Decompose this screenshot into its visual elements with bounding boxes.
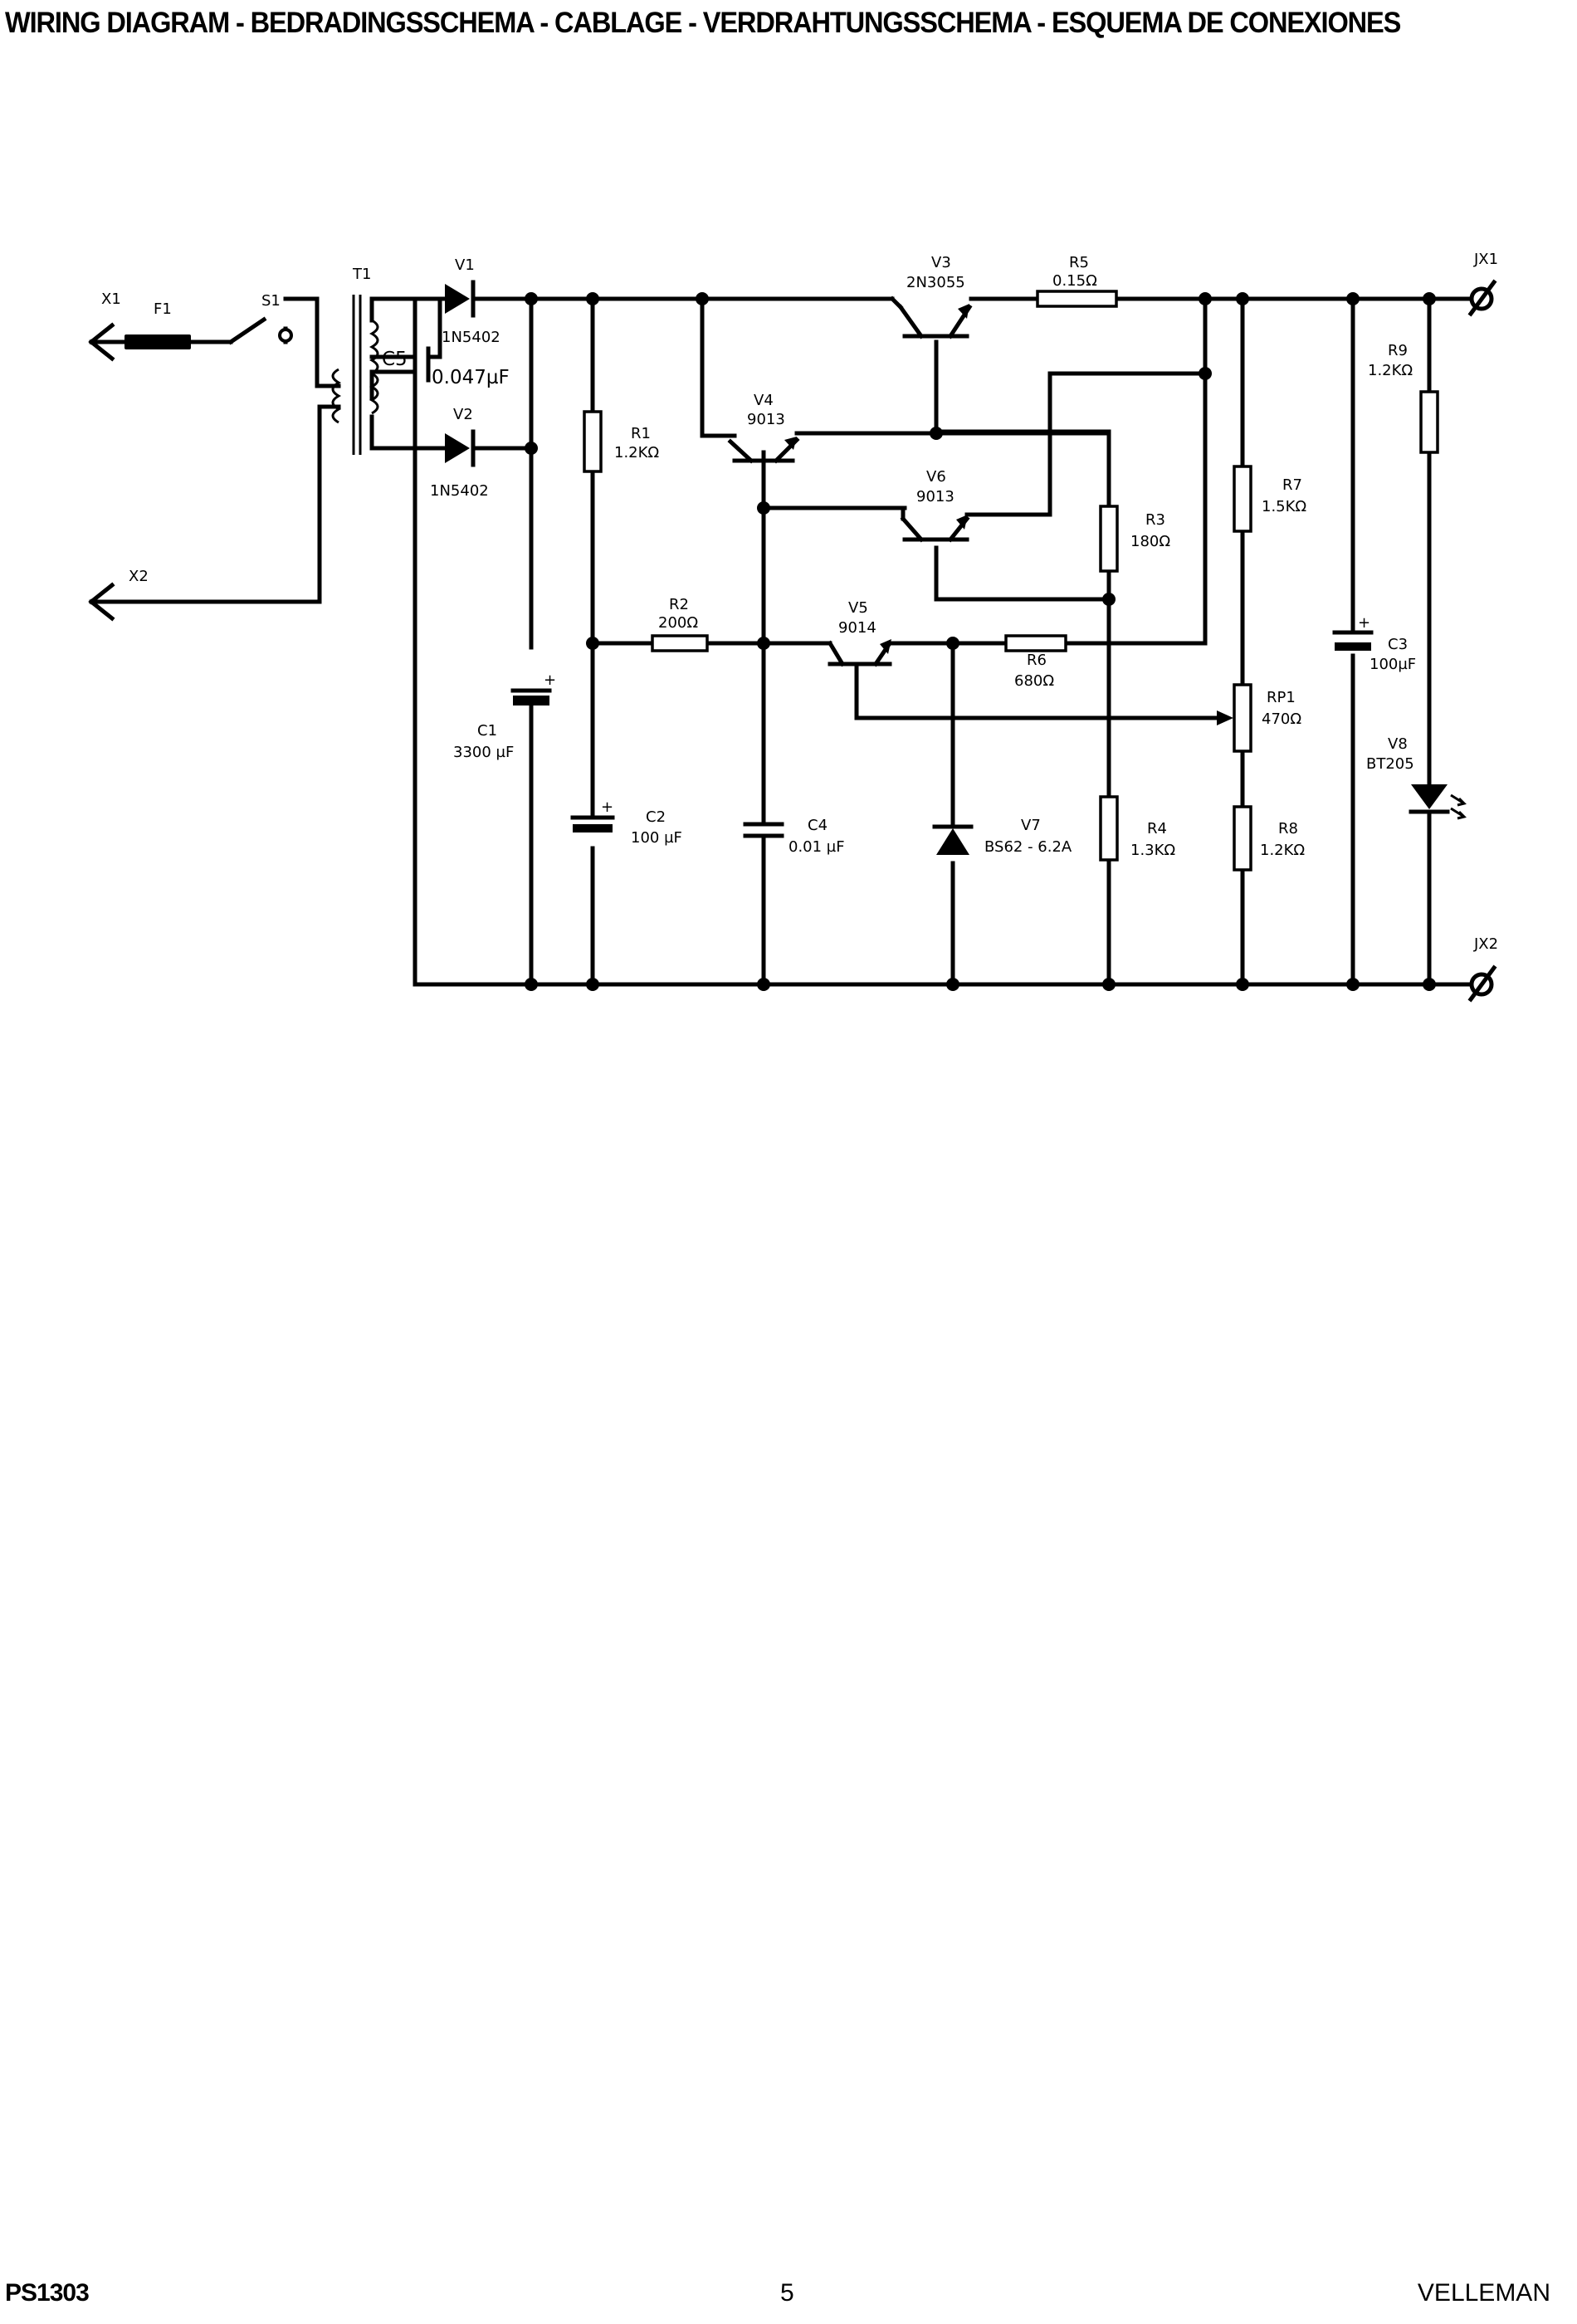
capacitor-c2: + [570, 798, 615, 832]
capacitor-c3: + [1332, 614, 1374, 651]
label-v7-value: BS62 - 6.2A [984, 838, 1072, 856]
resistor-r1 [583, 410, 603, 473]
label-r8-value: 1.2KΩ [1260, 842, 1305, 859]
transistor-v6 [900, 505, 970, 543]
label-r9-value: 1.2KΩ [1368, 362, 1413, 379]
label-v6: V6 [926, 468, 946, 486]
capacitor-c1: + [510, 671, 556, 706]
transistor-v3 [889, 295, 973, 339]
page-title: WIRING DIAGRAM - BEDRADINGSSCHEMA - CABL… [5, 7, 1401, 39]
label-s1: S1 [261, 292, 281, 310]
label-v1-value: 1N5402 [442, 329, 500, 346]
svg-text:+: + [1358, 614, 1370, 632]
capacitor-c5 [413, 346, 431, 383]
label-v8: V8 [1388, 735, 1408, 753]
zener-diode-v7 [932, 824, 974, 855]
label-r4-value: 1.3KΩ [1130, 842, 1175, 859]
resistor-r7 [1233, 465, 1252, 533]
label-v7: V7 [1021, 817, 1041, 834]
label-v5: V5 [848, 599, 868, 617]
label-v2-value: 1N5402 [430, 482, 489, 500]
resistor-r6 [1004, 634, 1067, 652]
label-r6: R6 [1027, 652, 1047, 669]
label-v4-value: 9013 [747, 411, 785, 428]
label-x1: X1 [101, 290, 121, 308]
label-r1-value: 1.2KΩ [614, 444, 659, 461]
label-c3-value: 100µF [1370, 656, 1416, 673]
resistor-r8 [1233, 805, 1252, 872]
label-v6-value: 9013 [916, 488, 954, 505]
wires [89, 296, 1484, 987]
footer-brand: VELLEMAN [1417, 2279, 1550, 2307]
label-x2: X2 [129, 568, 149, 585]
terminal-jx1 [1467, 279, 1497, 317]
label-r5-value: 0.15Ω [1052, 272, 1097, 290]
label-v4: V4 [754, 392, 774, 409]
label-r4: R4 [1147, 820, 1167, 837]
label-r5: R5 [1069, 254, 1089, 271]
terminal-x1-arrow [88, 322, 115, 362]
diode-v2 [445, 429, 476, 467]
transistor-v5 [827, 639, 893, 667]
resistor-r5 [1036, 290, 1118, 308]
fuse-f1 [124, 334, 191, 349]
label-r7-value: 1.5KΩ [1262, 498, 1306, 515]
diode-v1 [445, 280, 476, 318]
label-c2-value: 100 µF [631, 829, 682, 847]
label-r3-value: 180Ω [1130, 533, 1170, 550]
svg-text:+: + [601, 798, 613, 816]
label-r6-value: 680Ω [1014, 672, 1054, 690]
label-r2-value: 200Ω [658, 614, 698, 632]
label-r2: R2 [669, 596, 689, 613]
label-v1: V1 [455, 256, 475, 274]
footer-page-number: 5 [780, 2279, 794, 2307]
label-r3: R3 [1145, 511, 1165, 529]
label-t1: T1 [352, 266, 371, 283]
label-v3-value: 2N3055 [906, 274, 965, 291]
label-r9: R9 [1388, 342, 1408, 359]
label-rp1: RP1 [1267, 689, 1296, 706]
label-v2: V2 [453, 406, 473, 423]
label-f1: F1 [154, 300, 172, 318]
label-c4-value: 0.01 µF [788, 838, 845, 856]
resistor-r2 [651, 634, 709, 652]
label-v5-value: 9014 [838, 619, 876, 637]
label-c2: C2 [646, 808, 666, 826]
transistor-v4 [727, 431, 1111, 464]
label-c1-value: 3300 µF [453, 744, 514, 761]
switch-s1 [227, 316, 293, 345]
terminal-x2-arrow [88, 582, 115, 622]
wiring-schematic: + + [88, 251, 1498, 1003]
label-jx1: JX1 [1473, 251, 1498, 268]
terminal-jx2 [1467, 964, 1497, 1003]
label-rp1-value: 470Ω [1262, 710, 1301, 728]
potentiometer-rp1 [1217, 683, 1252, 753]
label-v3: V3 [931, 254, 951, 271]
resistor-r9 [1419, 390, 1439, 454]
label-r8: R8 [1278, 820, 1298, 837]
label-jx2: JX2 [1473, 935, 1498, 953]
junction-dots [525, 292, 1436, 991]
resistor-r4 [1099, 795, 1119, 862]
transformer-t1 [331, 295, 379, 455]
label-c3: C3 [1388, 636, 1408, 653]
resistor-r3 [1099, 505, 1119, 573]
label-c1: C1 [477, 722, 497, 740]
svg-text:+: + [544, 671, 556, 689]
led-v8 [1409, 784, 1467, 820]
label-r7: R7 [1282, 476, 1302, 494]
label-r1: R1 [631, 425, 651, 442]
label-v8-value: BT205 [1366, 755, 1414, 773]
footer-model: PS1303 [5, 2279, 90, 2307]
capacitor-c4 [743, 822, 784, 838]
label-c5: C5 [382, 349, 408, 370]
component-labels: X1 F1 S1 X2 T1 C5 0.047µF V1 1N5402 V2 1… [101, 251, 1498, 953]
label-c5-value: 0.047µF [432, 367, 510, 388]
label-c4: C4 [808, 817, 828, 834]
